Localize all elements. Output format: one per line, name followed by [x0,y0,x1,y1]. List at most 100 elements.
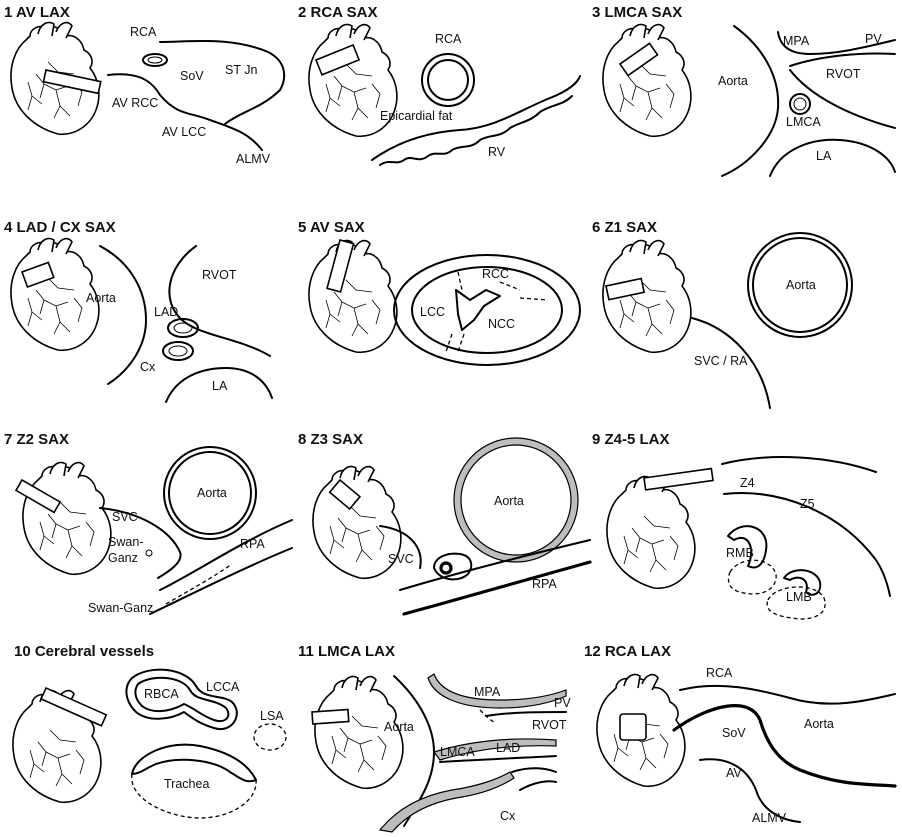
label-swan-ganz: Swan-Ganz [88,601,153,615]
label-la: LA [212,379,228,393]
label-rbca: RBCA [144,687,179,701]
label-aorta: Aorta [86,291,116,305]
aorta-vessel [163,446,257,540]
label-rca: RCA [435,32,462,46]
probe-icon [643,467,714,491]
label-almv: ALMV [752,811,787,825]
label-rpa: RPA [532,577,557,591]
label-aorta: Aorta [384,720,414,734]
rbca-lcca-vessels [125,668,238,731]
svc-wall [379,525,422,569]
label-mpa: MPA [783,34,810,48]
label-svc: SVC [388,552,414,566]
aortic-arch-lower [723,492,891,597]
label-aorta: Aorta [804,717,834,731]
panel-10-cerebral-vessels: 10 Cerebral vessels RBCA LCCA LSA Trache… [12,643,287,819]
rpa-wall-upper [399,539,591,591]
valve-leaflets [455,289,501,331]
panel-8-title: 8 Z3 SAX [298,431,363,448]
label-lmca: LMCA [440,745,475,759]
panel-10-title: 10 Cerebral vessels [14,643,154,660]
heart-icon [602,23,692,138]
probe-icon [326,239,355,293]
panel-4-lad-cx-sax: 4 LAD / CX SAX Aorta RVOT LAD Cx LA [4,219,273,403]
label-ncc: NCC [488,317,515,331]
label-epicardial-fat: Epicardial fat [380,109,453,123]
label-av: AV [726,766,742,780]
aortic-wall-upper [679,684,896,705]
probe-icon [328,478,362,511]
label-lcca: LCCA [206,680,240,694]
panel-9-title: 9 Z4-5 LAX [592,431,670,448]
heart-icon [308,239,398,354]
label-z4: Z4 [740,476,755,490]
label-st-jn: ST Jn [225,63,257,77]
lad-vessel [167,318,199,338]
la-wall [165,367,273,403]
swan-ganz-catheter [165,563,233,605]
svc-ra-wall [691,317,771,409]
rvot-wall-lower [789,69,896,129]
panel-12-title: 12 RCA LAX [584,643,671,660]
label-av-rcc: AV RCC [112,96,158,110]
panel-3-lmca-sax: 3 LMCA SAX MPA PV Aorta RVOT LMCA LA [592,4,896,177]
cx-wall [378,771,515,833]
label-lmca: LMCA [786,115,821,129]
aortic-wall-lower [672,704,897,788]
lmca-wall [433,738,557,761]
heart-icon [22,461,112,576]
probe-icon [619,713,647,741]
label-swan: Swan- [108,535,143,549]
aorta-vessel [747,232,853,338]
label-pv: PV [554,696,571,710]
panel-5-title: 5 AV SAX [298,219,365,236]
label-rv: RV [488,145,506,159]
almv-leaflet [699,758,801,823]
panel-8-z3-sax: 8 Z3 SAX Aorta SVC RPA [298,431,592,616]
panel-7-title: 7 Z2 SAX [4,431,69,448]
panel-7-z2-sax: 7 Z2 SAX Aorta SVC Swan- Ganz RPA Swan-G… [4,431,293,615]
panel-11-lmca-lax: 11 LMCA LAX MPA PV Aorta RVOT LMCA LAD C… [298,643,571,833]
label-lad: LAD [496,741,520,755]
rv-wall-line [379,95,573,166]
label-svc-ra: SVC / RA [694,354,748,368]
label-rmb: RMB [726,546,754,560]
label-sov: SoV [180,69,204,83]
probe-icon [314,43,361,76]
panel-11-title: 11 LMCA LAX [298,643,395,660]
aortic-wall-upper [159,39,286,125]
label-almv: ALMV [236,152,271,166]
label-sov: SoV [722,726,746,740]
aortic-arch-upper [721,456,877,473]
rpa-wall-lower [402,560,592,616]
aorta-wall [99,245,147,385]
mpa-wall [427,673,567,709]
vessel-cross-section [433,552,473,581]
label-pv: PV [865,32,882,46]
label-trachea: Trachea [164,777,209,791]
label-rca: RCA [706,666,733,680]
aortic-annulus-outer [393,254,581,366]
cx-vessel [162,341,194,361]
panel-3-title: 3 LMCA SAX [592,4,682,21]
lsa-vessel [253,723,287,751]
label-rvot: RVOT [826,67,861,81]
probe-icon [605,277,646,301]
rmb-bronchus [727,525,768,569]
label-aorta: Aorta [494,494,524,508]
label-rpa: RPA [240,537,265,551]
probe-icon [20,261,55,289]
la-wall [769,138,896,177]
panel-1-title: 1 AV LAX [4,4,70,21]
label-rcc: RCC [482,267,509,281]
label-av-lcc: AV LCC [162,125,206,139]
label-rvot: RVOT [202,268,237,282]
rpa-wall-lower [149,547,293,615]
panel-6-title: 6 Z1 SAX [592,219,657,236]
label-aorta: Aorta [197,486,227,500]
label-aorta: Aorta [786,278,816,292]
probe-icon [311,708,350,725]
pv-line [485,711,567,717]
label-rca: RCA [130,25,157,39]
label-lsa: LSA [260,709,284,723]
